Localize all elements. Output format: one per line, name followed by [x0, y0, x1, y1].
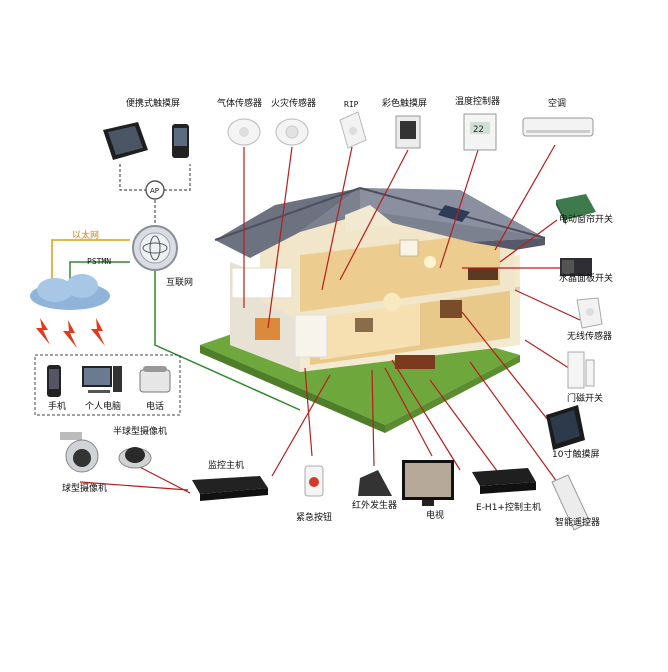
aircon-icon	[522, 117, 594, 137]
label-dome-camera: 球型摄像机	[62, 484, 108, 494]
label-portable-touch: 便携式触摸屏	[126, 99, 181, 109]
pc-icon	[82, 366, 122, 393]
thermostat-icon: 22	[463, 113, 497, 151]
handheld-icon	[172, 124, 189, 158]
crystal-switch-icon	[560, 258, 592, 276]
label-ap: AP	[150, 187, 160, 195]
label-touch10: 10寸触摸屏	[552, 450, 600, 460]
label-phone: 电话	[146, 402, 165, 412]
label-emergency-button: 紧急按钮	[296, 513, 333, 523]
rip-sensor-icon	[339, 111, 367, 149]
label-wireless-sensor: 无线传感器	[567, 332, 613, 342]
label-gas-sensor: 气体传感器	[217, 99, 263, 109]
color-touch-panel-icon	[395, 115, 421, 149]
dome-camera-icon	[60, 432, 99, 473]
label-rip: RIP	[344, 100, 359, 109]
thermostat-value: 22	[473, 125, 484, 135]
curtain-switch-icon	[556, 194, 596, 225]
label-ir-transmitter: 红外发生器	[352, 501, 398, 511]
internet-hub-icon	[132, 225, 178, 271]
label-curtain-switch: 电动窗帘开关	[559, 215, 614, 225]
label-internet: 互联网	[166, 278, 194, 288]
ir-transmitter-icon	[358, 470, 392, 496]
remote-icon	[551, 474, 591, 531]
label-pstn: PSTMN	[87, 257, 112, 266]
label-ethernet: 以太网	[72, 231, 100, 241]
roof-left	[215, 188, 360, 258]
touch10-icon	[546, 405, 585, 450]
label-aircon: 空调	[548, 99, 567, 109]
wireless-sensor-icon	[576, 297, 603, 329]
house-illustration	[200, 187, 546, 433]
monitor-host-icon	[192, 476, 268, 501]
control-host-icon	[472, 468, 536, 494]
label-door-switch: 门磁开关	[567, 394, 604, 404]
label-crystal-switch: 水晶面板开关	[559, 274, 614, 284]
ap-icon	[145, 180, 165, 200]
fire-sensor-icon	[275, 118, 309, 146]
emergency-button-icon	[304, 465, 324, 497]
tv-icon	[402, 460, 454, 506]
connector-lines	[79, 144, 581, 494]
label-fire-sensor: 火灾传感器	[271, 99, 317, 109]
door-sensor-icon	[567, 351, 595, 389]
label-color-touch: 彩色触摸屏	[382, 99, 428, 109]
mobile-icon	[47, 365, 61, 397]
label-monitor-host: 监控主机	[208, 461, 245, 471]
half-dome-camera-icon	[118, 447, 152, 469]
gas-sensor-icon	[227, 118, 261, 146]
client-devices-box	[34, 354, 181, 416]
label-half-dome-camera: 半球型摄像机	[113, 427, 168, 437]
label-mobile: 手机	[48, 402, 67, 412]
label-temp-control: 温度控制器	[455, 97, 501, 107]
label-remote: 智能遥控器	[555, 518, 601, 528]
lightning-icons	[36, 318, 105, 348]
phone-icon	[139, 366, 171, 393]
label-tv: 电视	[426, 511, 445, 521]
tablet-icon	[103, 122, 148, 160]
label-pc: 个人电脑	[85, 402, 122, 412]
cloud-icon	[30, 274, 110, 310]
label-control-host: E-H1+控制主机	[476, 503, 541, 513]
